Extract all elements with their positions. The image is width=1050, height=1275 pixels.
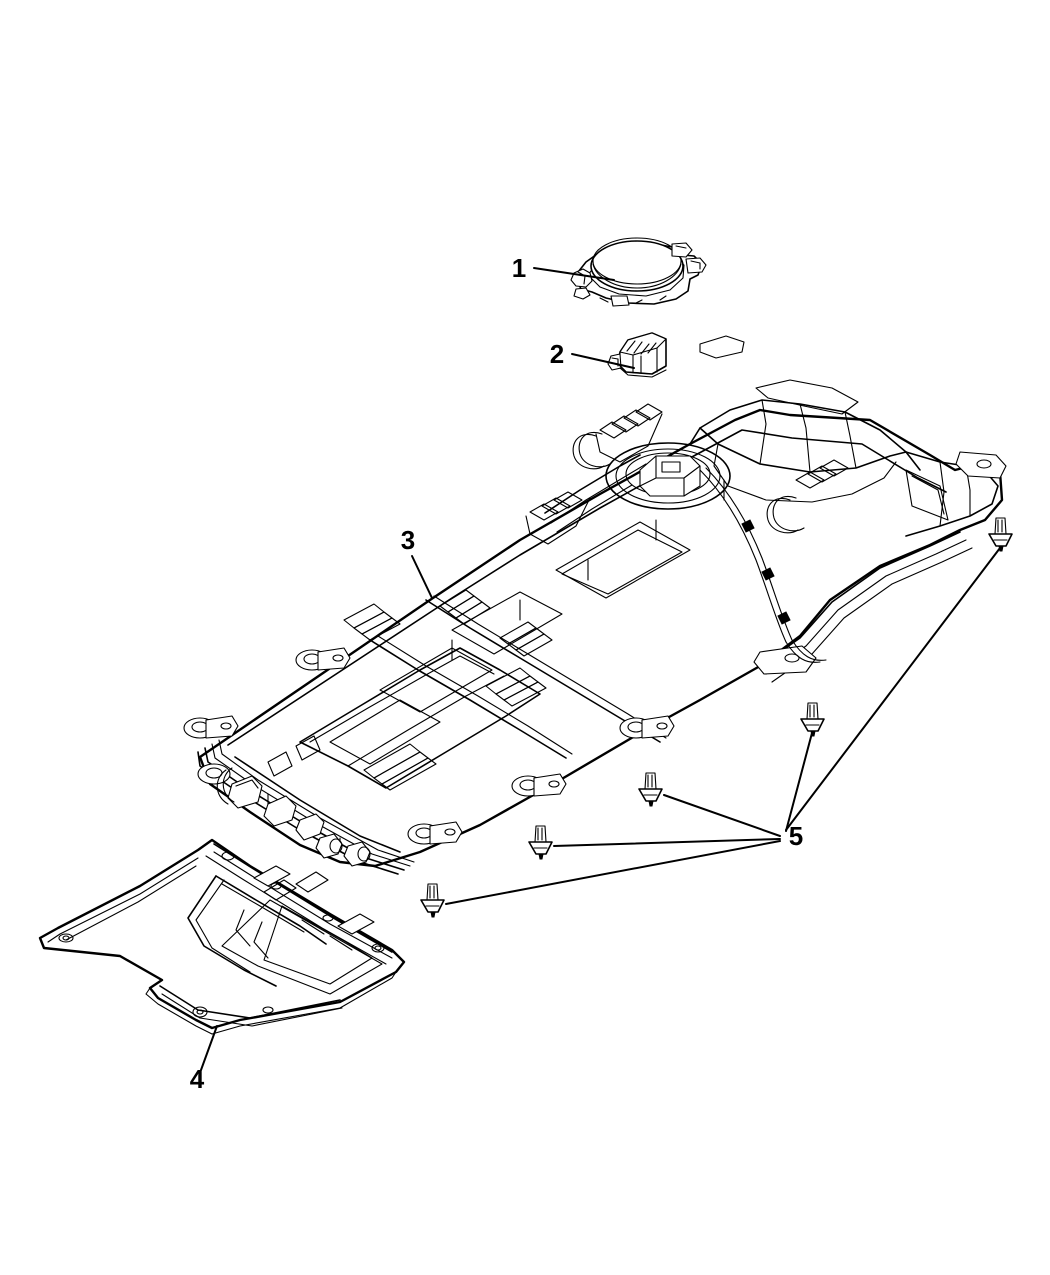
part-5-mounting-bolts <box>420 517 1013 918</box>
leader-2 <box>571 353 635 369</box>
part-4-battery-pack-shield <box>38 838 406 1035</box>
hv-connector-ports <box>216 767 371 867</box>
callout-label-4: 4 <box>190 1064 205 1094</box>
pack-mount-bushings <box>183 645 817 845</box>
leader-5-d <box>553 838 781 847</box>
callout-label-1: 1 <box>512 253 526 283</box>
bolt-bottom-left <box>420 883 445 918</box>
leader-4 <box>200 1025 218 1071</box>
bolt-top-right <box>988 517 1013 552</box>
leader-5-c <box>663 794 781 837</box>
bolt-center <box>638 772 663 807</box>
part-2-battery-control-module <box>607 332 667 378</box>
part-1-service-disconnect-cover <box>570 237 707 307</box>
callout-label-3: 3 <box>401 525 415 555</box>
part-3-high-voltage-battery-pack <box>183 335 1007 875</box>
bolt-upper-mid <box>800 702 825 737</box>
leader-1 <box>533 267 615 281</box>
callout-label-2: 2 <box>550 339 564 369</box>
leader-5-b <box>785 732 813 832</box>
leader-5-e <box>445 840 781 905</box>
leader-lines <box>200 267 1001 1071</box>
bolt-lower-left <box>528 825 553 860</box>
leader-3 <box>411 555 433 599</box>
callout-label-5: 5 <box>789 821 803 851</box>
leader-5-a <box>785 547 1001 831</box>
